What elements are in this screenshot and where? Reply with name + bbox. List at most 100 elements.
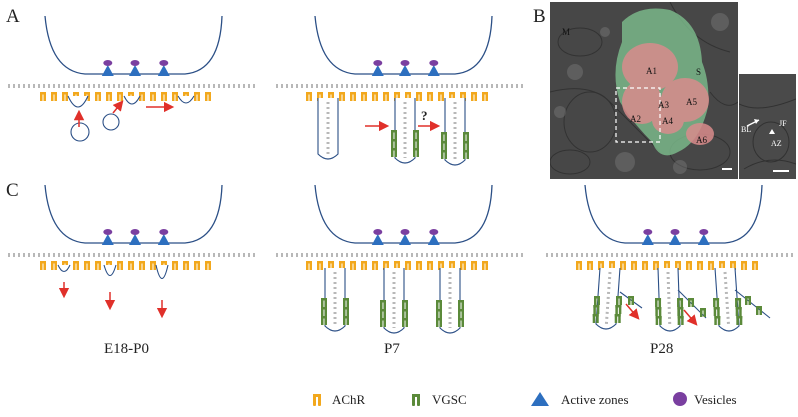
- achr-icon: [653, 261, 659, 270]
- fold-cleft: [604, 271, 612, 325]
- achr-icon: [719, 261, 725, 270]
- achr-icon: [394, 92, 400, 101]
- vgsc-icon: [655, 298, 662, 307]
- vgsc-icon: [412, 394, 420, 406]
- vgsc-icon: [735, 307, 742, 316]
- stage-label-e18: E18-P0: [104, 341, 149, 357]
- achr-icon: [449, 261, 455, 270]
- achr-icon: [306, 261, 312, 270]
- vgsc-icon: [380, 309, 386, 318]
- vgsc-icon: [628, 296, 634, 305]
- achr-icon: [117, 261, 123, 270]
- vgsc-icon: [677, 316, 684, 325]
- active-zone-icon: [399, 234, 411, 245]
- achr-icon: [460, 92, 466, 101]
- legend-active-zone-label: Active zones: [561, 392, 629, 407]
- vgsc-icon: [614, 314, 621, 323]
- label-s: S: [696, 67, 701, 77]
- vgsc-icon: [458, 318, 464, 327]
- active-zone-icon: [129, 65, 141, 76]
- fold-invagination: [123, 95, 141, 105]
- fold-invagination: [67, 95, 89, 108]
- achr-icon: [609, 261, 615, 270]
- fold-invagination: [103, 264, 117, 277]
- label-a3: A3: [658, 100, 669, 110]
- achr-icon: [438, 261, 444, 270]
- achr-icon: [150, 92, 156, 101]
- achr-icon: [471, 92, 477, 101]
- panel-letter-a: A: [6, 6, 20, 27]
- vgsc-icon: [463, 141, 469, 150]
- panel-c-diagrams: [8, 184, 796, 334]
- vgsc-icon: [321, 307, 327, 316]
- achr-icon: [664, 261, 670, 270]
- active-zone-icon: [371, 65, 384, 76]
- junctional-fold: [439, 268, 461, 334]
- stage-label-p7: P7: [384, 341, 400, 357]
- active-zone-icon: [697, 234, 710, 245]
- achr-icon: [460, 261, 466, 270]
- panel-letter-c: C: [6, 180, 19, 201]
- inset-label-az: AZ: [771, 139, 782, 148]
- achr-icon: [317, 261, 323, 270]
- achr-icon: [438, 92, 444, 101]
- vgsc-icon: [463, 132, 469, 141]
- vgsc-icon: [655, 307, 662, 316]
- vgsc-icon: [343, 307, 349, 316]
- vgsc-icon: [756, 306, 762, 315]
- achr-icon: [150, 261, 156, 270]
- junctional-fold: [714, 267, 740, 332]
- legend-achr-label: AChR: [332, 392, 366, 407]
- direction-arrow: [112, 100, 124, 114]
- achr-icon: [383, 92, 389, 101]
- achr-icon: [416, 261, 422, 270]
- achr-icon: [383, 261, 389, 270]
- achr-icon: [205, 261, 211, 270]
- scale-bar: [722, 168, 732, 170]
- vgsc-icon: [380, 318, 386, 327]
- vesicle-icon: [400, 229, 410, 235]
- achr-icon: [139, 261, 145, 270]
- legend-vesicle-label: Vesicles: [694, 392, 737, 407]
- vgsc-icon: [380, 300, 386, 309]
- active-zone-icon: [669, 234, 681, 245]
- inset-region-box: [615, 87, 661, 143]
- vesicle-icon: [130, 60, 140, 66]
- achr-icon: [631, 261, 637, 270]
- achr-icon: [306, 92, 312, 101]
- achr-icon: [194, 92, 200, 101]
- achr-icon: [84, 261, 90, 270]
- fold-cleft: [666, 271, 672, 327]
- achr-icon: [62, 92, 68, 101]
- active-zone-icon: [101, 234, 114, 245]
- vesicle-icon: [373, 229, 383, 235]
- achr-icon: [587, 261, 593, 270]
- legend-vgsc-label: VGSC: [432, 392, 467, 407]
- achr-icon: [128, 261, 134, 270]
- achr-icon: [361, 92, 367, 101]
- vesicle-icon: [670, 229, 680, 235]
- vgsc-icon: [655, 316, 662, 325]
- vgsc-icon: [343, 298, 349, 307]
- vesicle-icon: [643, 229, 653, 235]
- label-a5: A5: [686, 97, 697, 107]
- vesicle-icon: [429, 229, 439, 235]
- vgsc-icon: [700, 308, 706, 317]
- vgsc-icon: [458, 309, 464, 318]
- achr-icon: [427, 261, 433, 270]
- vgsc-icon: [391, 139, 397, 148]
- vesicle-icon: [159, 60, 169, 66]
- junctional-fold: [444, 98, 466, 166]
- achr-icon: [752, 261, 758, 270]
- legend-active-zone-item: Active zones: [531, 392, 629, 407]
- achr-icon: [183, 261, 189, 270]
- achr-icon: [328, 261, 334, 270]
- achr-icon: [361, 261, 367, 270]
- vgsc-icon: [402, 300, 408, 309]
- achr-icon: [372, 261, 378, 270]
- active-zone-icon: [399, 65, 411, 76]
- achr-icon: [40, 92, 46, 101]
- fold-invagination: [177, 95, 195, 104]
- vgsc-icon: [391, 130, 397, 139]
- achr-icon: [51, 92, 57, 101]
